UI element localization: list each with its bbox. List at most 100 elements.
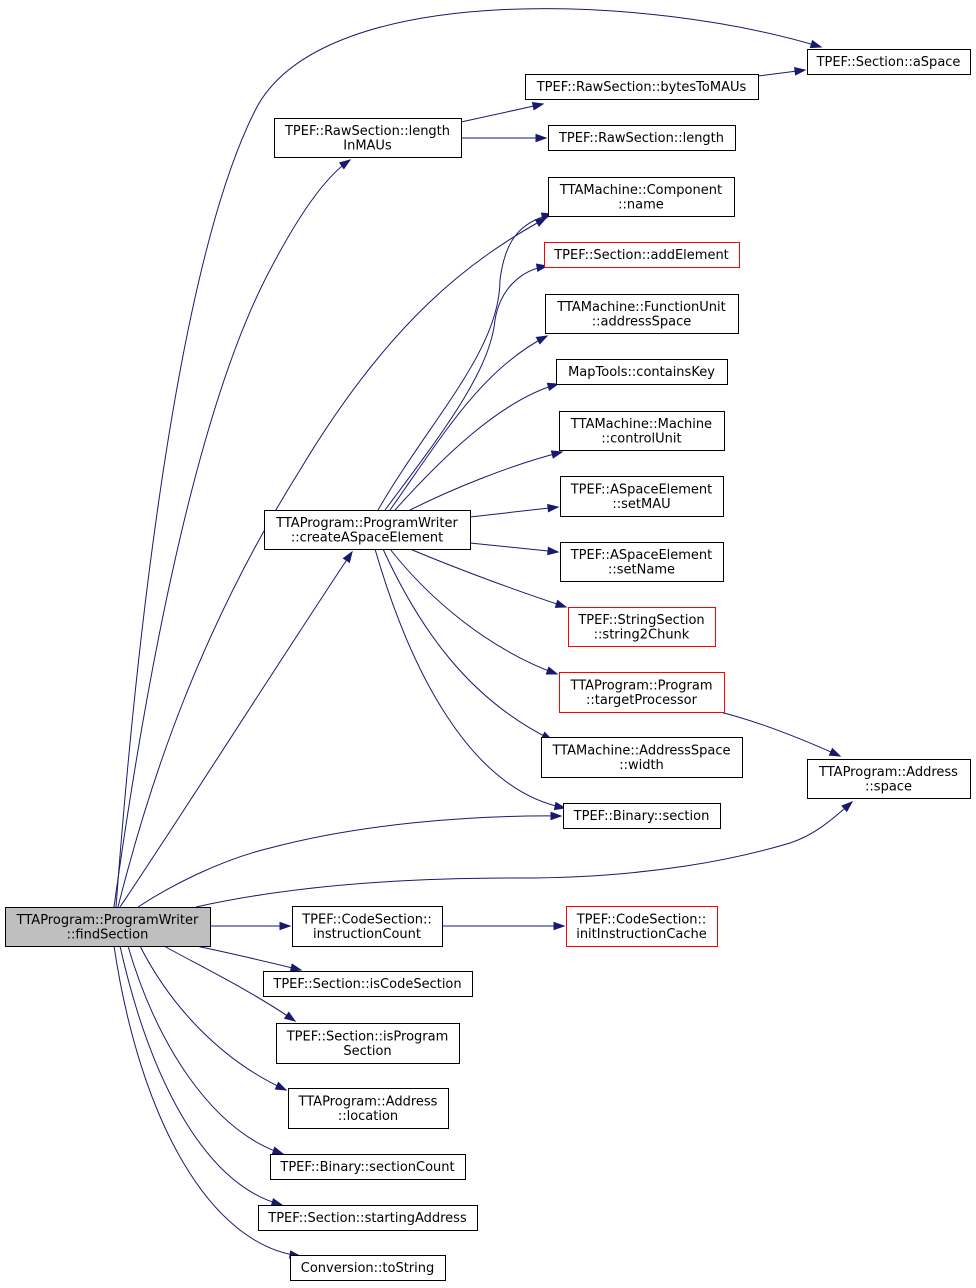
- edge-arrowhead: [553, 801, 567, 811]
- node-label-line: InMAUs: [343, 138, 392, 153]
- node-label-line: TTAMachine::FunctionUnit: [556, 300, 725, 315]
- node-section-aspace[interactable]: TPEF::Section::aSpace: [807, 49, 971, 75]
- node-address-location[interactable]: TTAProgram::Address::location: [288, 1088, 449, 1129]
- node-aspaceelement-setname[interactable]: TPEF::ASpaceElement::setName: [560, 542, 724, 582]
- node-label-line: TPEF::ASpaceElement: [570, 482, 713, 497]
- edge-programwriter_createaspaceelement-to-binary_section: [374, 548, 567, 811]
- node-stringsection-string2chunk[interactable]: TPEF::StringSection::string2Chunk: [568, 607, 716, 647]
- node-binary-section[interactable]: TPEF::Binary::section: [563, 803, 721, 829]
- node-label-line: TPEF::Section::aSpace: [816, 55, 961, 70]
- node-label-line: ::string2Chunk: [594, 627, 690, 642]
- edge-root-to-address_space: [195, 801, 854, 908]
- edge-arrowhead: [546, 382, 560, 392]
- edge-programwriter_createaspaceelement-to-aspaceelement_setname: [469, 542, 560, 556]
- edge-programwriter_createaspaceelement-to-machine_controlunit: [409, 450, 564, 511]
- node-box: [525, 74, 759, 100]
- edge-root-to-section_aspace: [115, 8, 823, 908]
- node-box: [288, 1088, 449, 1129]
- node-rawsection-bytestomaus[interactable]: TPEF::RawSection::bytesToMAUs: [525, 74, 759, 100]
- node-label-line: ::location: [338, 1109, 398, 1124]
- edge-arrowhead: [553, 921, 566, 931]
- node-label-line: TPEF::RawSection::length: [284, 124, 450, 139]
- edge-arrowhead: [841, 801, 854, 813]
- node-programwriter-createaspaceelement[interactable]: TTAProgram::ProgramWriter::createASpaceE…: [264, 510, 471, 550]
- node-maptools-containskey[interactable]: MapTools::containsKey: [556, 359, 728, 385]
- node-label-line: ::targetProcessor: [586, 693, 698, 708]
- node-binary-sectioncount[interactable]: TPEF::Binary::sectionCount: [270, 1154, 466, 1180]
- node-address-space[interactable]: TTAProgram::Address::space: [807, 759, 971, 799]
- node-label-line: TTAProgram::Program: [570, 678, 713, 693]
- node-section-iscodesection[interactable]: TPEF::Section::isCodeSection: [263, 971, 473, 997]
- node-box: [541, 737, 743, 778]
- node-box: [276, 1023, 460, 1064]
- edge-arrowhead: [809, 39, 823, 49]
- edge-root-to-programwriter_createaspaceelement: [119, 550, 353, 908]
- edge-root-to-codesection_instructioncount: [210, 921, 292, 931]
- edge-rawsection_lengthinmaus-to-rawsection_length: [461, 133, 548, 143]
- edge-root-to-address_location: [139, 945, 288, 1091]
- node-box: [556, 359, 728, 385]
- node-box: [559, 672, 725, 713]
- node-rawsection-length[interactable]: TPEF::RawSection::length: [548, 125, 736, 151]
- node-label-line: ::name: [618, 197, 664, 212]
- node-label-line: TPEF::Binary::sectionCount: [279, 1160, 454, 1175]
- node-addressspace-width[interactable]: TTAMachine::AddressSpace::width: [541, 737, 743, 778]
- node-box: [559, 411, 725, 451]
- edge-arrowhead: [271, 1146, 285, 1155]
- node-root: TTAProgram::ProgramWriter::findSection: [5, 907, 211, 947]
- node-machine-controlunit[interactable]: TTAMachine::Machine::controlUnit: [559, 411, 725, 451]
- node-box: [274, 118, 462, 158]
- edge-line: [409, 451, 563, 511]
- edge-rawsection_lengthinmaus-to-rawsection_bytestomaus: [460, 102, 545, 123]
- edge-programwriter_createaspaceelement-to-aspaceelement_setmau: [469, 503, 560, 518]
- edge-arrowhead: [554, 599, 568, 608]
- edge-programwriter_createaspaceelement-to-component_name: [377, 212, 554, 511]
- edge-arrowhead: [535, 133, 548, 143]
- edge-arrowhead: [550, 450, 564, 459]
- node-label-line: TPEF::Binary::section: [573, 809, 710, 824]
- edge-root-to-binary_section: [137, 811, 563, 908]
- edge-line: [127, 945, 284, 1155]
- node-section-addelement[interactable]: TPEF::Section::addElement: [544, 242, 740, 268]
- node-label-line: TTAMachine::AddressSpace: [551, 743, 730, 758]
- node-box: [548, 125, 736, 151]
- node-functionunit-addressspace[interactable]: TTAMachine::FunctionUnit::addressSpace: [545, 294, 739, 334]
- node-codesection-instructioncount[interactable]: TPEF::CodeSection::instructionCount: [292, 906, 443, 947]
- edge-line: [460, 103, 544, 123]
- edge-programwriter_createaspaceelement-to-functionunit_addressspace: [389, 335, 549, 511]
- node-codesection-initinstructioncache[interactable]: TPEF::CodeSection::initInstructionCache: [566, 906, 718, 947]
- node-aspaceelement-setmau[interactable]: TPEF::ASpaceElement::setMAU: [560, 476, 724, 517]
- node-component-name[interactable]: TTAMachine::Component::name: [548, 177, 735, 217]
- edge-arrowhead: [535, 335, 549, 345]
- node-box: [264, 510, 471, 550]
- edge-line: [115, 8, 822, 908]
- edge-codesection_instructioncount-to-codesection_initinstructioncache: [442, 921, 566, 931]
- node-box: [258, 1205, 478, 1231]
- edge-line: [409, 548, 567, 608]
- edge-arrowhead: [289, 963, 303, 972]
- node-section-startingaddress[interactable]: TPEF::Section::startingAddress: [258, 1205, 478, 1231]
- edge-arrowhead: [338, 159, 352, 170]
- node-label-line: TPEF::ASpaceElement: [570, 548, 713, 563]
- edge-line: [119, 551, 353, 908]
- edge-line: [719, 711, 841, 757]
- node-program-targetprocessor[interactable]: TTAProgram::Program::targetProcessor: [559, 672, 725, 713]
- edge-line: [119, 945, 283, 1206]
- edge-line: [113, 159, 351, 908]
- edge-arrowhead: [547, 503, 560, 513]
- edge-programwriter_createaspaceelement-to-program_targetprocessor: [389, 548, 559, 675]
- edge-line: [469, 542, 559, 553]
- node-conversion-tostring[interactable]: Conversion::toString: [290, 1255, 446, 1281]
- node-box: [292, 906, 443, 947]
- node-label-line: TPEF::CodeSection::: [576, 912, 707, 927]
- edge-arrowhead: [547, 546, 560, 556]
- node-box: [548, 177, 735, 217]
- edge-arrowhead: [283, 1011, 297, 1022]
- edge-arrowhead: [794, 67, 807, 76]
- node-label-line: TTAProgram::ProgramWriter: [16, 913, 199, 928]
- edge-line: [195, 801, 853, 908]
- edge-line: [389, 335, 548, 511]
- edge-line: [374, 548, 566, 809]
